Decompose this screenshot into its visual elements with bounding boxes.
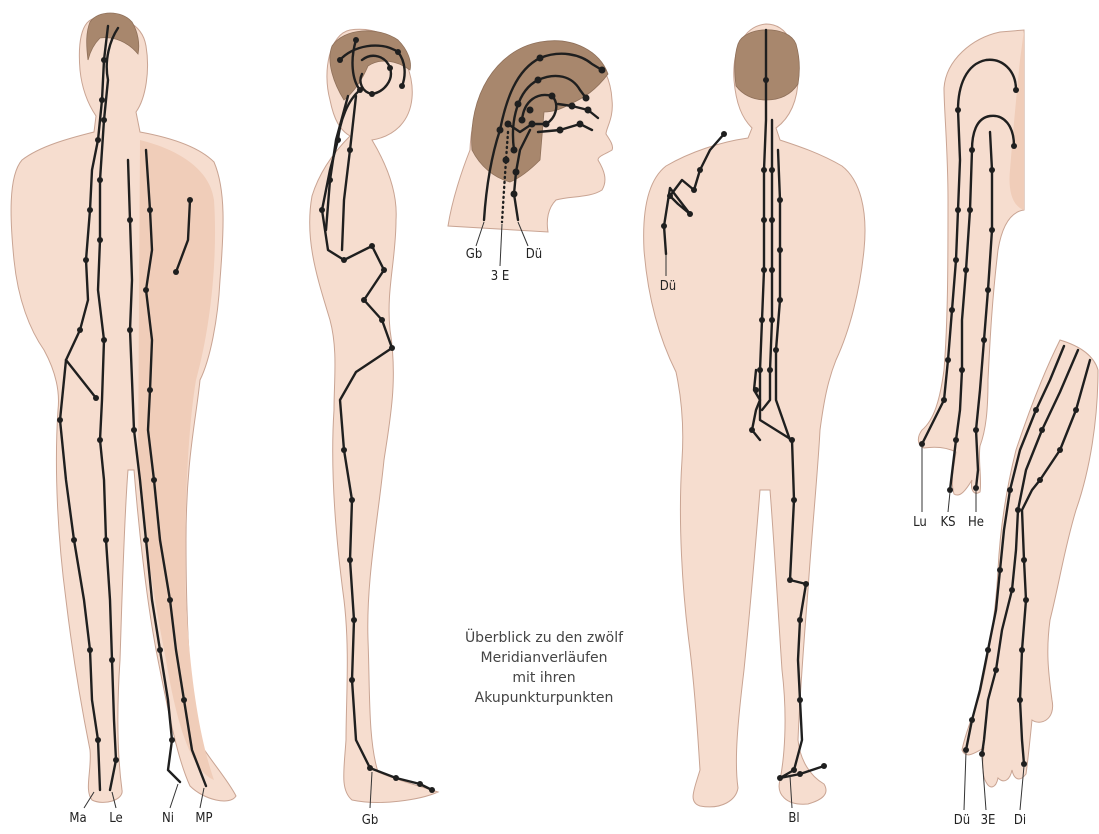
label-arm-lu: Lu	[913, 516, 927, 529]
front-body-shade	[138, 140, 215, 780]
side-body	[310, 29, 438, 802]
caption-line-3: mit ihren	[424, 668, 664, 688]
back-figure	[644, 24, 865, 808]
label-head-gb: Gb	[466, 248, 483, 261]
figure-caption: Überblick zu den zwölf Meridianverläufen…	[424, 628, 664, 708]
front-figure	[11, 13, 236, 808]
head-closeup	[448, 41, 613, 266]
caption-line-1: Überblick zu den zwölf	[424, 628, 664, 648]
upper-arm	[918, 30, 1024, 512]
label-arm-du: Dü	[954, 814, 970, 827]
label-head-3e: 3 E	[491, 270, 510, 283]
label-front-le: Le	[109, 812, 122, 825]
label-arm-3e: 3E	[981, 814, 996, 827]
caption-line-4: Akupunkturpunkten	[424, 688, 664, 708]
label-front-ni: Ni	[162, 812, 174, 825]
label-arm-di: Di	[1014, 814, 1026, 827]
label-front-mp: MP	[195, 812, 212, 825]
label-arm-ks: KS	[940, 516, 955, 529]
upper-arm-skin	[918, 30, 1024, 495]
label-head-du: Dü	[526, 248, 542, 261]
label-side-gb: Gb	[362, 814, 379, 827]
label-back-bl: Bl	[788, 812, 799, 825]
label-arm-he: He	[968, 516, 984, 529]
caption-line-2: Meridianverläufen	[424, 648, 664, 668]
front-body	[11, 17, 236, 802]
label-back-du: Dü	[660, 280, 676, 293]
label-front-ma: Ma	[69, 812, 86, 825]
side-figure	[310, 29, 438, 808]
